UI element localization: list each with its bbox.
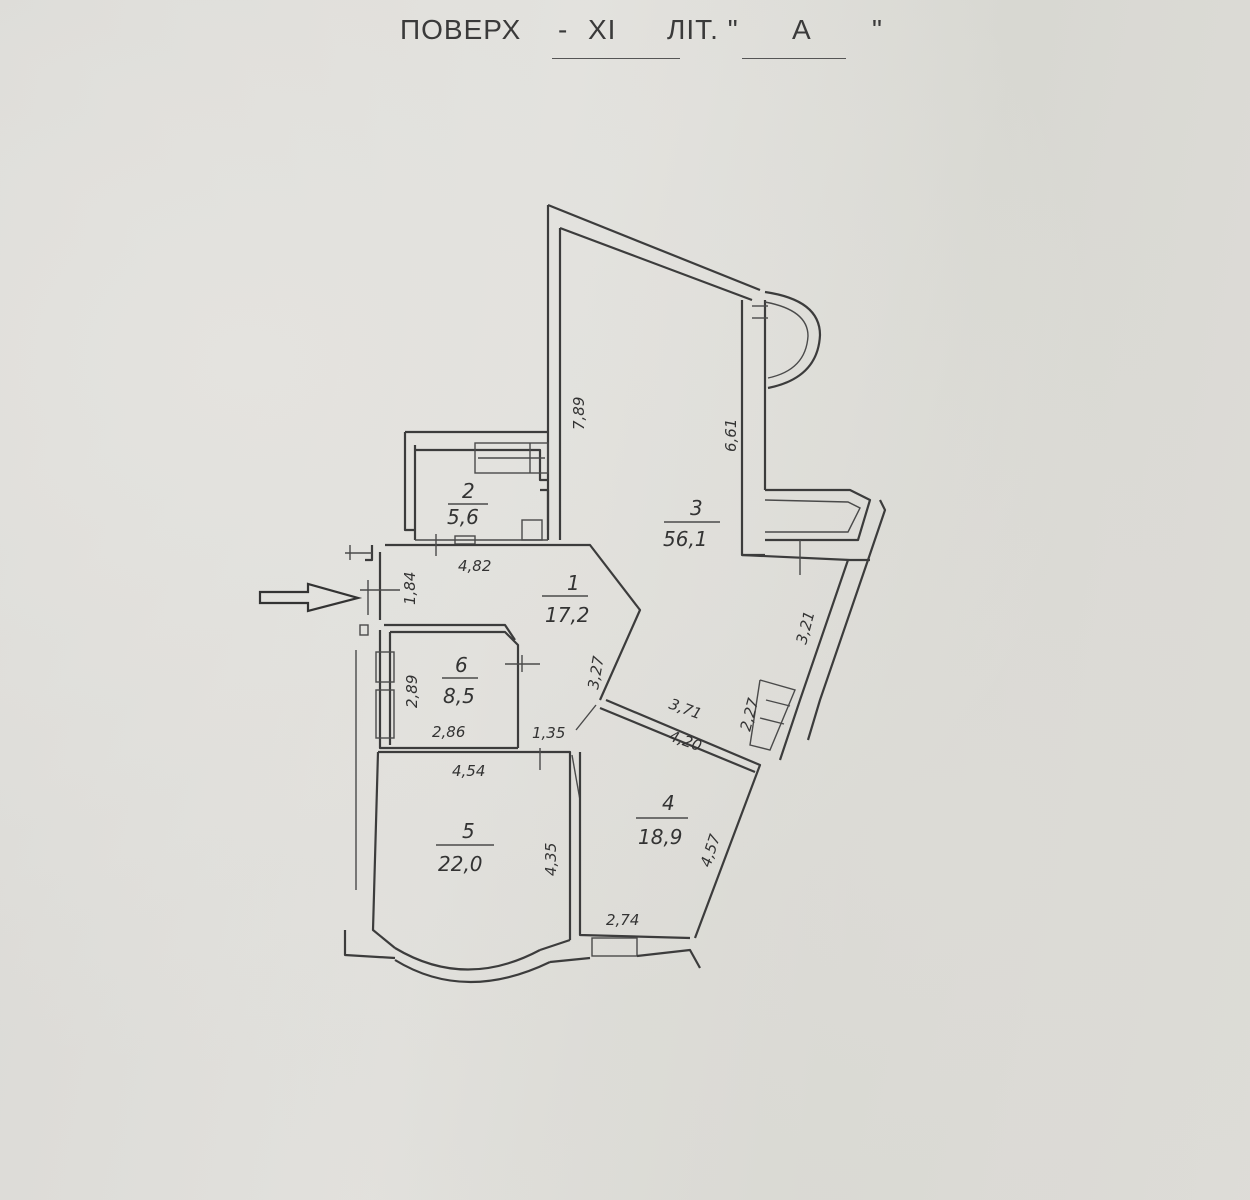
- lit-underline: [742, 58, 846, 59]
- room-6-area: 8,5: [443, 684, 475, 708]
- dim-4-35: 4,35: [542, 843, 560, 876]
- room-5-area: 22,0: [438, 852, 483, 876]
- room-1-walls: [345, 534, 642, 701]
- room-5-walls: [343, 748, 591, 984]
- entrance-arrow-icon: [258, 582, 363, 613]
- room-5-number: 5: [462, 819, 475, 843]
- dim-4-57: 4,57: [697, 831, 725, 869]
- dim-6-61: 6,61: [722, 419, 740, 452]
- room-1-area: 17,2: [545, 603, 590, 627]
- lit-label: ЛІТ. ": [667, 14, 739, 45]
- room-6-walls: [355, 630, 540, 890]
- room-4-number: 4: [662, 791, 675, 815]
- room-2-area: 5,6: [447, 505, 479, 529]
- floor-dash: -: [558, 14, 569, 45]
- room-1-number: 1: [567, 571, 580, 595]
- dim-1-84: 1,84: [401, 572, 419, 605]
- dim-3-71: 3,71: [667, 695, 705, 723]
- room-4-area: 18,9: [638, 825, 683, 849]
- floor-value: XI: [588, 14, 617, 45]
- dim-2-74: 2,74: [606, 911, 639, 929]
- lit-close: ": [872, 14, 883, 45]
- dim-4-20: 4,20: [667, 727, 705, 755]
- lit-value: А: [792, 14, 812, 45]
- dim-7-89: 7,89: [570, 397, 588, 430]
- room-4-walls: [575, 679, 796, 969]
- room-2-walls: [403, 430, 550, 545]
- floor-header: ПОВЕРХ - XI ЛІТ. " А ": [0, 14, 1250, 64]
- dim-4-54: 4,54: [452, 762, 485, 780]
- dim-4-82: 4,82: [458, 557, 491, 575]
- dim-2-89: 2,89: [403, 675, 421, 708]
- floor-label: ПОВЕРХ: [400, 14, 522, 45]
- room-3-area: 56,1: [663, 527, 708, 551]
- room-3-number: 3: [690, 496, 703, 520]
- dim-2-86: 2,86: [432, 723, 465, 741]
- floor-underline: [552, 58, 680, 59]
- dim-3-21: 3,21: [792, 609, 818, 646]
- dim-2-27: 2,27: [736, 696, 762, 733]
- dim-1-35: 1,35: [532, 724, 565, 742]
- room-2-number: 2: [462, 479, 475, 503]
- room-6-number: 6: [455, 653, 468, 677]
- dim-3-27: 3,27: [584, 654, 608, 690]
